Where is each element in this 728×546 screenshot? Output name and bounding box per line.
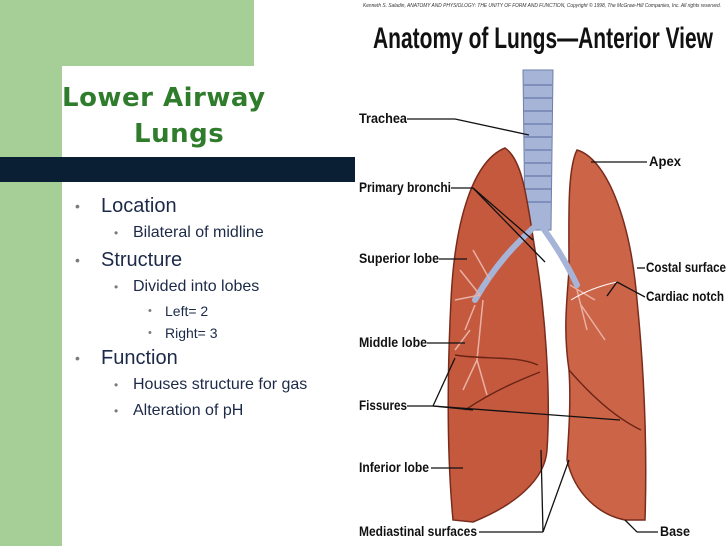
bullet-text: Function: [101, 347, 178, 369]
figure-title: Anatomy of Lungs—Anterior View: [373, 22, 713, 55]
bullet-alteration-ph: • Alteration of pH: [62, 398, 362, 424]
bullet-dot: •: [114, 280, 119, 294]
bullet-structure: • Structure: [62, 246, 362, 274]
bullet-bilateral: • Bilateral of midline: [62, 220, 362, 246]
leader-lines: [407, 118, 658, 533]
bullet-right-lobes: • Right= 3: [62, 322, 362, 344]
bullet-text: Divided into lobes: [133, 278, 260, 295]
bullet-dot: •: [75, 198, 80, 214]
bullet-dot: •: [114, 378, 119, 392]
label-base: Base: [660, 523, 690, 539]
bullet-text: Alteration of pH: [133, 402, 244, 419]
slide-title-line-1: Lower Airway: [62, 83, 266, 113]
bullet-dot: •: [75, 252, 80, 268]
bullet-houses-structure: • Houses structure for gas: [62, 372, 362, 398]
cardiac-notch-mark: [570, 281, 618, 301]
bullet-list: • Location • Bilateral of midline • Structu…: [62, 192, 362, 424]
bullet-location: • Location: [62, 192, 362, 220]
label-apex: Apex: [649, 153, 681, 169]
bullet-text: Left= 2: [165, 303, 209, 319]
label-trachea: Trachea: [359, 110, 407, 126]
label-fissures: Fissures: [359, 397, 407, 413]
bronchi: [472, 225, 580, 303]
bullet-dot: •: [148, 305, 152, 317]
label-middle-lobe: Middle lobe: [359, 334, 427, 350]
bullet-text: Houses structure for gas: [133, 376, 308, 393]
fissure-lines: [454, 354, 642, 431]
lung-diagram: Kenneth S. Saladin, ANATOMY AND PHYSIOLO…: [355, 0, 728, 546]
bullet-divided-into-lobes: • Divided into lobes: [62, 274, 362, 300]
trachea-rings: [524, 84, 552, 203]
lung-anatomy-figure: Kenneth S. Saladin, ANATOMY AND PHYSIOLO…: [355, 0, 728, 546]
label-mediastinal-surfaces: Mediastinal surfaces: [359, 523, 477, 539]
bullet-dot: •: [114, 226, 119, 240]
green-accent-top: [0, 0, 254, 66]
bullet-left-lobes: • Left= 2: [62, 300, 362, 322]
bullet-dot: •: [148, 327, 152, 339]
title-divider-bar: [0, 157, 368, 182]
label-primary-bronchi: Primary bronchi: [359, 179, 451, 195]
bullet-text: Location: [101, 195, 177, 217]
bullet-text: Right= 3: [165, 325, 218, 341]
figure-credit: Kenneth S. Saladin, ANATOMY AND PHYSIOLO…: [363, 2, 721, 9]
label-cardiac-notch: Cardiac notch: [646, 288, 724, 304]
bronchial-tree: [454, 249, 606, 396]
green-accent-left: [0, 60, 62, 546]
slide-title-line-2: Lungs: [134, 119, 225, 149]
label-inferior-lobe: Inferior lobe: [359, 459, 429, 475]
bullet-text: Bilateral of midline: [133, 224, 264, 241]
bullet-function: • Function: [62, 344, 362, 372]
bullet-dot: •: [114, 404, 119, 418]
label-superior-lobe: Superior lobe: [359, 250, 439, 266]
bullet-dot: •: [75, 350, 80, 366]
bullet-text: Structure: [101, 249, 183, 271]
label-costal-surface: Costal surface: [646, 259, 726, 275]
slide-title: Lower Airway Lungs: [62, 80, 312, 152]
